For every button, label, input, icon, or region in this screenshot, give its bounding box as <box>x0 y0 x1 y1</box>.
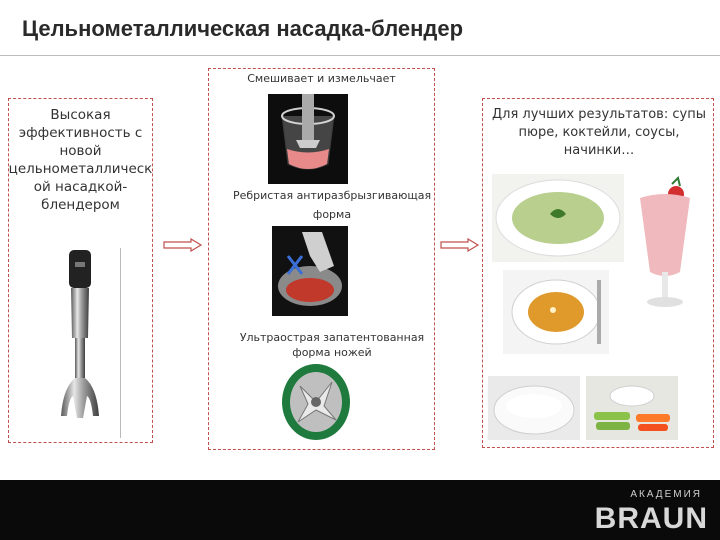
footer-label: АКАДЕМИЯ <box>630 489 702 500</box>
sauce-bowl-image <box>488 376 580 440</box>
right-panel <box>482 98 714 448</box>
puree-soup-image <box>503 270 609 354</box>
vegetable-dip-image <box>586 376 678 440</box>
blade-shape-caption: Ультраострая запатентованная форма ножей <box>239 331 425 359</box>
braun-logo: BRAUN <box>594 502 708 535</box>
ribbed-shape-caption: Ребристая антиразбрызгивающая форма <box>232 189 432 221</box>
arrow-right-icon <box>163 238 203 252</box>
arrow-right-icon <box>440 238 480 252</box>
milkshake-image <box>632 176 698 316</box>
left-panel-text: Высокая эффективность с новой цельномета… <box>8 107 153 213</box>
soup-bowl-image <box>492 174 624 262</box>
page-title: Цельнометаллическая насадка-блендер <box>22 16 464 41</box>
footer-bar <box>0 480 720 540</box>
title-divider <box>0 55 720 56</box>
right-panel-text: Для лучших результатов: супы пюре, кокте… <box>492 107 706 158</box>
mix-caption: Смешивает и измельчает <box>247 72 396 85</box>
blender-stick-image <box>55 248 115 438</box>
blade-image <box>280 362 352 442</box>
middle-panel <box>208 68 435 450</box>
mixing-cup-image <box>268 94 348 184</box>
backdrop-line <box>120 248 121 438</box>
left-panel <box>8 98 153 443</box>
anti-splash-image <box>272 226 348 316</box>
